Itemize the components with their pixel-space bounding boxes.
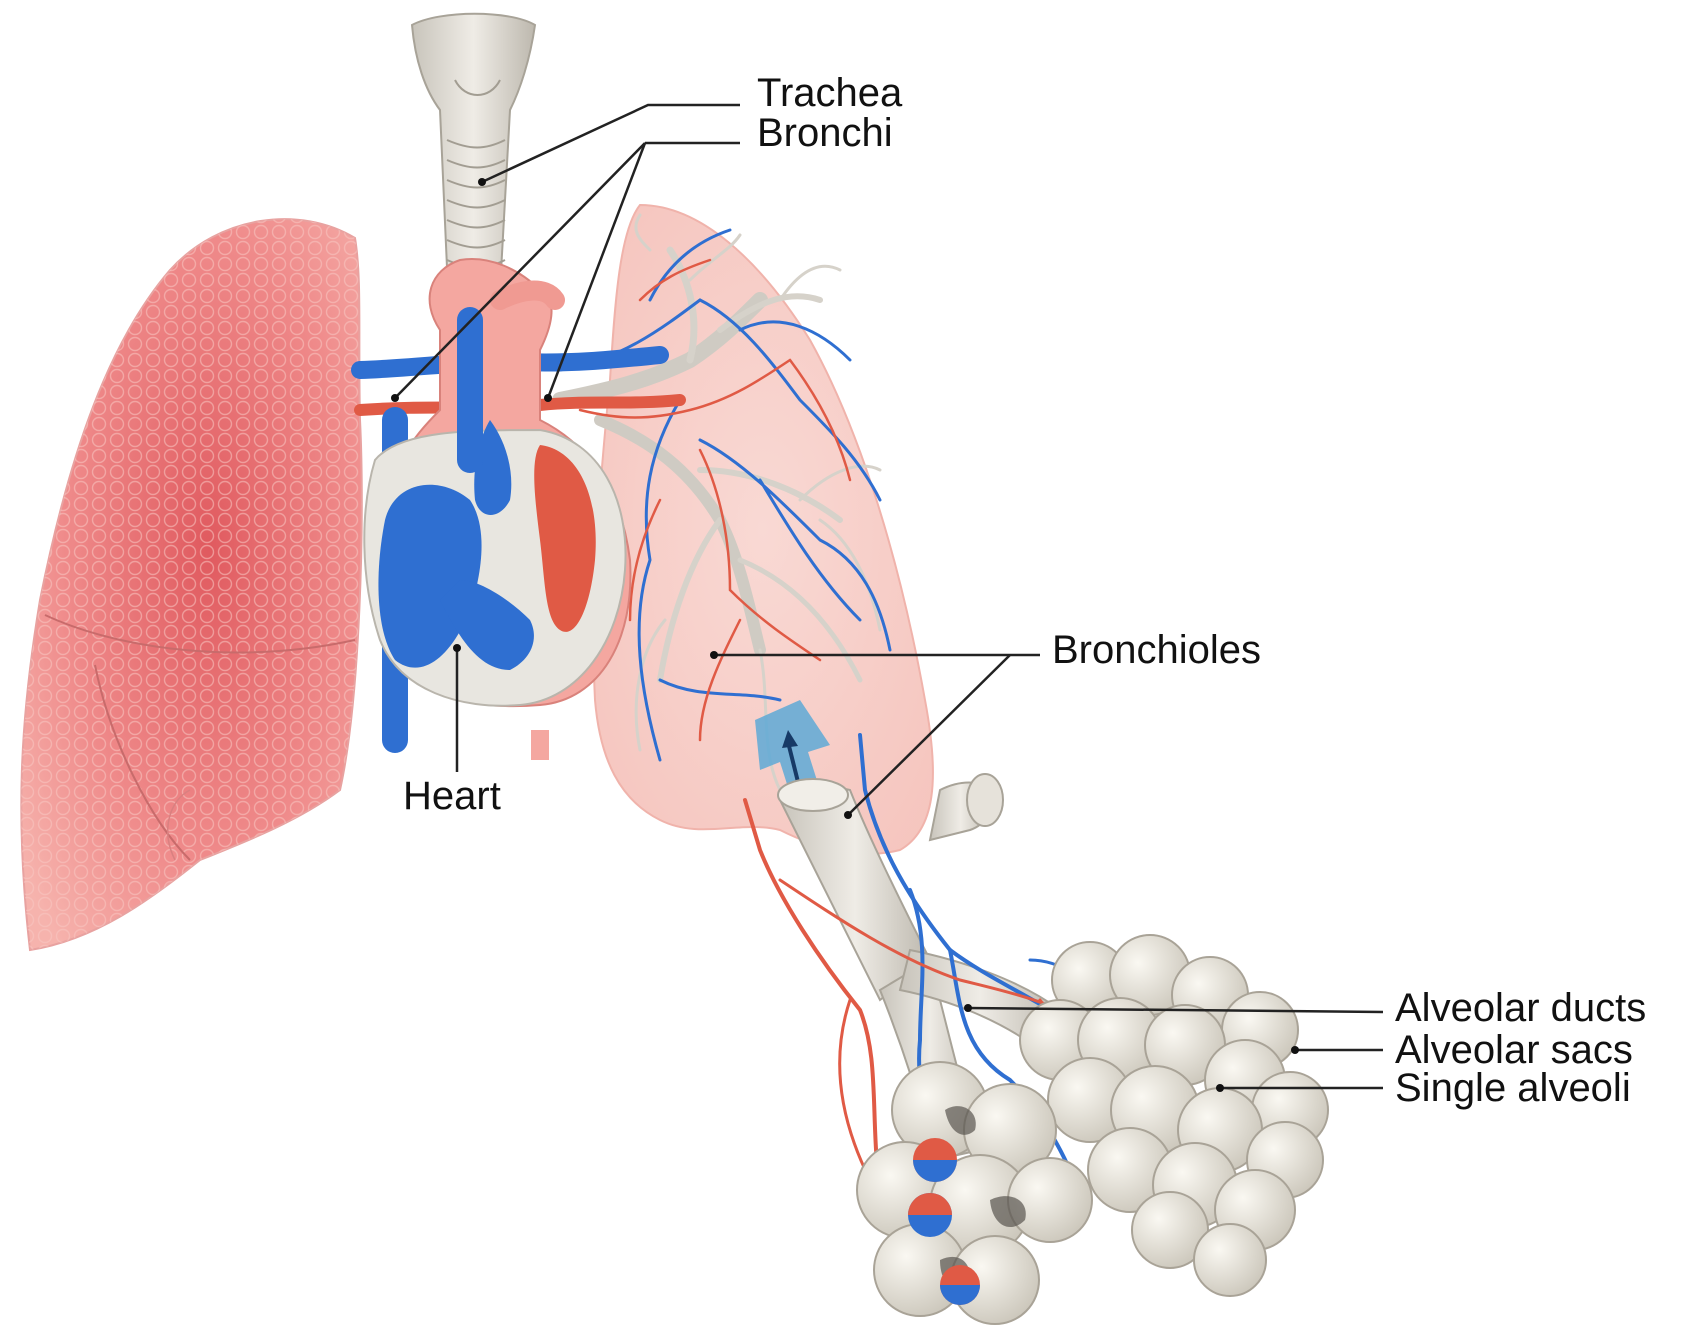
label-trachea: Trachea — [757, 73, 902, 113]
label-single-alveoli: Single alveoli — [1395, 1068, 1631, 1108]
trachea — [412, 14, 535, 290]
label-bronchi: Bronchi — [757, 113, 893, 153]
label-heart: Heart — [403, 776, 501, 816]
label-bronchioles: Bronchioles — [1052, 630, 1261, 670]
alveolar-sacs-cluster — [1020, 935, 1328, 1296]
label-alveolar-ducts: Alveolar ducts — [1395, 988, 1646, 1028]
label-alveolar-sacs: Alveolar sacs — [1395, 1030, 1633, 1070]
left-lung — [21, 219, 362, 950]
